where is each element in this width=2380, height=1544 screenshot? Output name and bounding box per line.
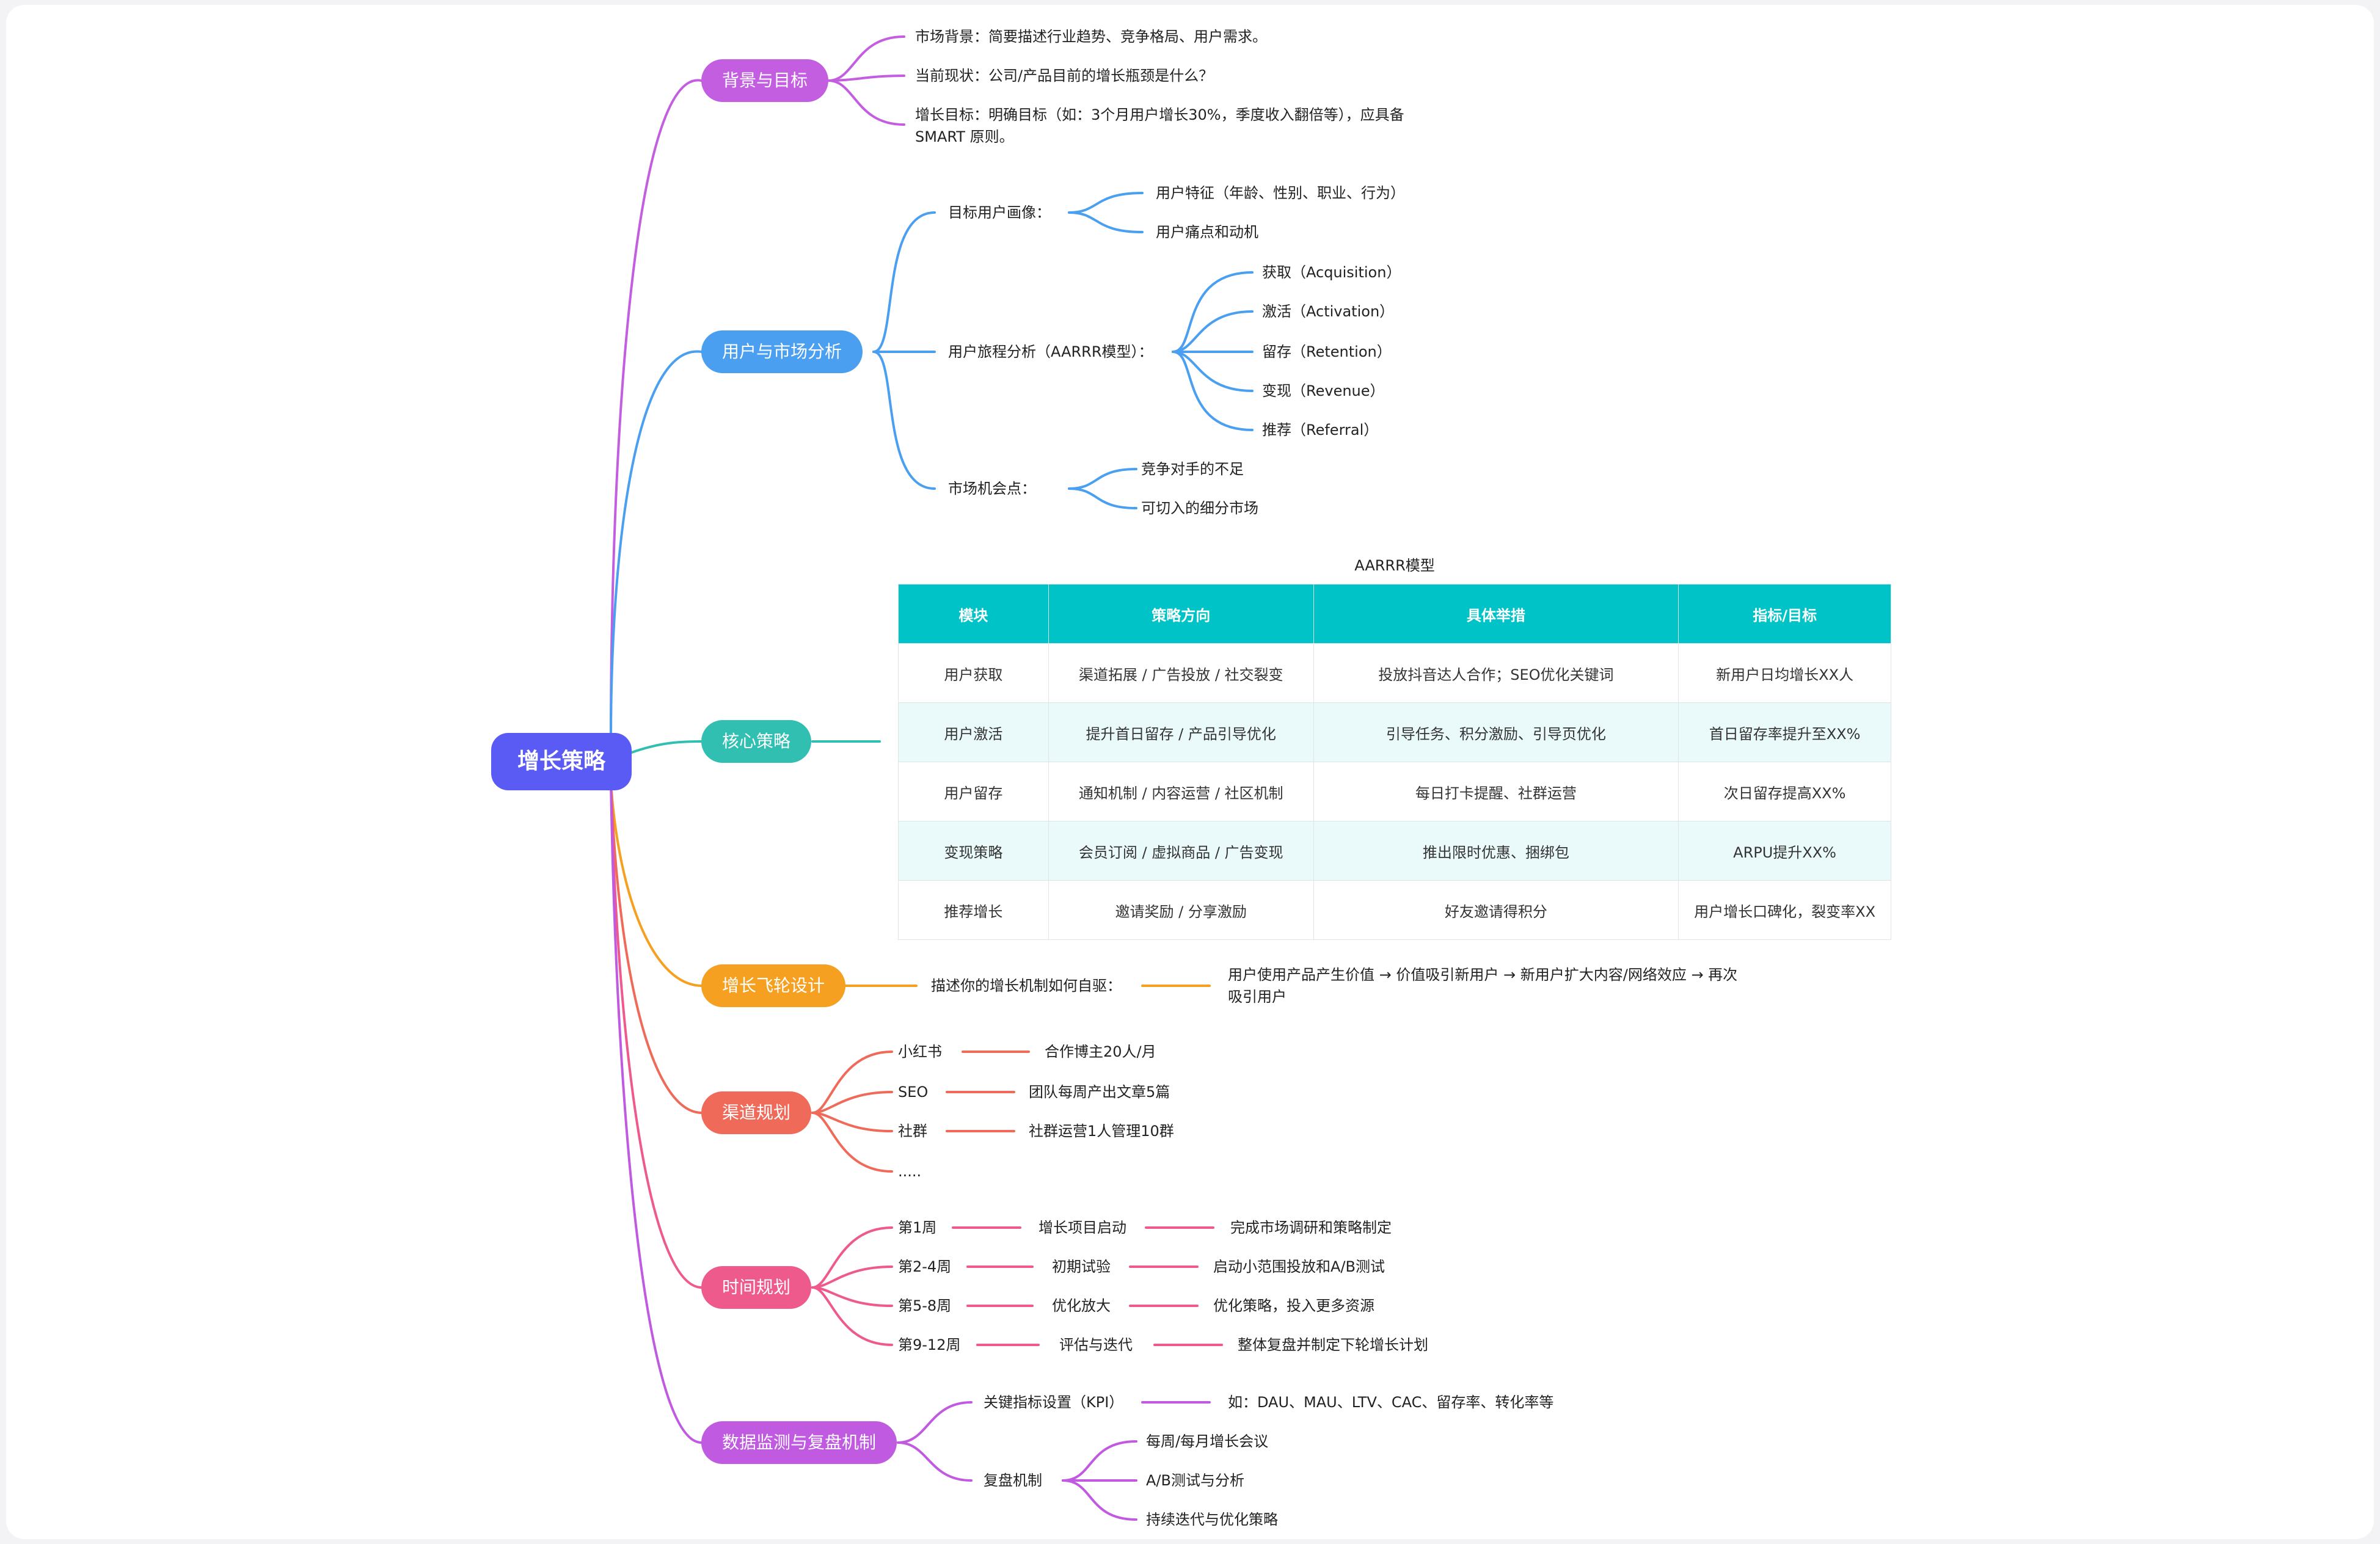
branch-user-market[interactable]: 用户与市场分析 [701, 330, 863, 373]
table-cell: 渠道拓展 / 广告投放 / 社交裂变 [1048, 643, 1314, 703]
background-item-goal-cont: SMART 原则。 [915, 128, 1014, 145]
flywheel-answer-cont: 吸引用户 [1228, 988, 1287, 1005]
background-item-status: 当前现状：公司/产品目前的增长瓶颈是什么？ [915, 67, 1214, 84]
timeline-week: 第1周 [898, 1219, 937, 1236]
background-item-goal: 增长目标：明确目标（如：3个月用户增长30%，季度收入翻倍等），应具备 [915, 106, 1404, 123]
connector-background [610, 79, 703, 740]
persona-item: 用户特征（年龄、性别、职业、行为） [1156, 184, 1405, 202]
channel-name: 小红书 [898, 1043, 942, 1060]
timeline-task: 整体复盘并制定下轮增长计划 [1238, 1336, 1428, 1353]
table-row: 变现策略 会员订阅 / 虚拟商品 / 广告变现 推出限时优惠、捆绑包 ARPU提… [898, 821, 1891, 881]
table-row: 用户激活 提升首日留存 / 产品引导优化 引导任务、积分激励、引导页优化 首日留… [898, 702, 1891, 762]
branch-monitoring[interactable]: 数据监测与复盘机制 [701, 1421, 897, 1464]
journey-item: 变现（Revenue） [1262, 382, 1385, 399]
table-header: 指标/目标 [1678, 584, 1891, 644]
opportunity-item: 可切入的细分市场 [1141, 500, 1258, 517]
branch-core[interactable]: 核心策略 [701, 720, 812, 763]
opportunity-label: 市场机会点： [948, 480, 1036, 497]
table-row: 用户留存 通知机制 / 内容运营 / 社区机制 每日打卡提醒、社群运营 次日留存… [898, 762, 1891, 821]
journey-item: 激活（Activation） [1262, 303, 1395, 320]
root-node[interactable]: 增长策略 [491, 733, 632, 790]
timeline-phase: 初期试验 [1052, 1258, 1111, 1275]
journey-item: 推荐（Referral） [1262, 421, 1379, 439]
channel-plan: 团队每周产出文章5篇 [1029, 1083, 1170, 1101]
aarrr-table: 模块 策略方向 具体举措 指标/目标 用户获取 渠道拓展 / 广告投放 / 社交… [898, 584, 1891, 940]
table-cell: 每日打卡提醒、社群运营 [1313, 762, 1679, 821]
table-cell: 投放抖音达人合作；SEO优化关键词 [1313, 643, 1679, 703]
journey-label: 用户旅程分析（AARRR模型）： [948, 343, 1153, 360]
background-item-market: 市场背景：简要描述行业趋势、竞争格局、用户需求。 [915, 28, 1267, 45]
timeline-phase: 增长项目启动 [1039, 1219, 1126, 1236]
channel-name: SEO [898, 1083, 929, 1101]
review-item: A/B测试与分析 [1146, 1472, 1244, 1489]
table-header-row: 模块 策略方向 具体举措 指标/目标 [898, 584, 1891, 644]
table-cell: 好友邀请得积分 [1313, 880, 1679, 940]
table-cell: 用户增长口碑化，裂变率XX [1678, 880, 1891, 940]
review-item: 每周/每月增长会议 [1146, 1433, 1269, 1450]
connector-channels [610, 781, 703, 1114]
timeline-week: 第2-4周 [898, 1258, 952, 1275]
table-row: 推荐增长 邀请奖励 / 分享激励 好友邀请得积分 用户增长口碑化，裂变率XX [898, 880, 1891, 940]
table-title: AARRR模型 [1354, 557, 1435, 574]
connector-monitoring [610, 781, 703, 1444]
table-cell: 首日留存率提升至XX% [1678, 702, 1891, 762]
connector-flywheel [610, 781, 703, 987]
table-cell: 用户留存 [898, 762, 1049, 821]
kpi-label: 关键指标设置（KPI） [984, 1394, 1124, 1411]
table-cell: 推荐增长 [898, 880, 1049, 940]
table-cell: 新用户日均增长XX人 [1678, 643, 1891, 703]
table-cell: 邀请奖励 / 分享激励 [1048, 880, 1314, 940]
table-cell: 变现策略 [898, 821, 1049, 881]
timeline-phase: 评估与迭代 [1059, 1336, 1133, 1353]
table-cell: 引导任务、积分激励、引导页优化 [1313, 702, 1679, 762]
connector-timeline [610, 781, 703, 1289]
connector-core [630, 740, 703, 754]
kpi-value: 如：DAU、MAU、LTV、CAC、留存率、转化率等 [1228, 1394, 1554, 1411]
timeline-task: 完成市场调研和策略制定 [1230, 1219, 1392, 1236]
table-cell: 用户获取 [898, 643, 1049, 703]
persona-item: 用户痛点和动机 [1156, 224, 1258, 241]
channel-name: 社群 [898, 1123, 927, 1140]
table-cell: ARPU提升XX% [1678, 821, 1891, 881]
table-cell: 提升首日留存 / 产品引导优化 [1048, 702, 1314, 762]
table-cell: 通知机制 / 内容运营 / 社区机制 [1048, 762, 1314, 821]
connector-user-market [610, 350, 703, 740]
flywheel-answer: 用户使用产品产生价值 → 价值吸引新用户 → 新用户扩大内容/网络效应 → 再次 [1228, 966, 1738, 983]
table-cell: 用户激活 [898, 702, 1049, 762]
table-header: 具体举措 [1313, 584, 1679, 644]
table-header: 策略方向 [1048, 584, 1314, 644]
timeline-week: 第9-12周 [898, 1336, 961, 1353]
branch-flywheel[interactable]: 增长飞轮设计 [701, 964, 846, 1007]
table-header: 模块 [898, 584, 1049, 644]
timeline-week: 第5-8周 [898, 1297, 952, 1314]
table-cell: 会员订阅 / 虚拟商品 / 广告变现 [1048, 821, 1314, 881]
timeline-phase: 优化放大 [1052, 1297, 1111, 1314]
table-row: 用户获取 渠道拓展 / 广告投放 / 社交裂变 投放抖音达人合作；SEO优化关键… [898, 643, 1891, 703]
journey-item: 留存（Retention） [1262, 343, 1392, 360]
flywheel-question: 描述你的增长机制如何自驱： [931, 977, 1122, 994]
channel-plan: 社群运营1人管理10群 [1029, 1123, 1174, 1140]
persona-label: 目标用户画像： [948, 204, 1051, 221]
opportunity-item: 竞争对手的不足 [1141, 461, 1244, 478]
channel-plan: 合作博主20人/月 [1045, 1043, 1156, 1060]
timeline-task: 优化策略，投入更多资源 [1213, 1297, 1374, 1314]
timeline-task: 启动小范围投放和A/B测试 [1213, 1258, 1385, 1275]
review-label: 复盘机制 [984, 1472, 1042, 1489]
branch-channels[interactable]: 渠道规划 [701, 1091, 812, 1134]
branch-background[interactable]: 背景与目标 [701, 59, 829, 102]
channel-name: ..... [898, 1163, 922, 1180]
table-cell: 推出限时优惠、捆绑包 [1313, 821, 1679, 881]
table-cell: 次日留存提高XX% [1678, 762, 1891, 821]
branch-timeline[interactable]: 时间规划 [701, 1266, 812, 1309]
journey-item: 获取（Acquisition） [1262, 264, 1401, 281]
review-item: 持续迭代与优化策略 [1146, 1511, 1278, 1528]
